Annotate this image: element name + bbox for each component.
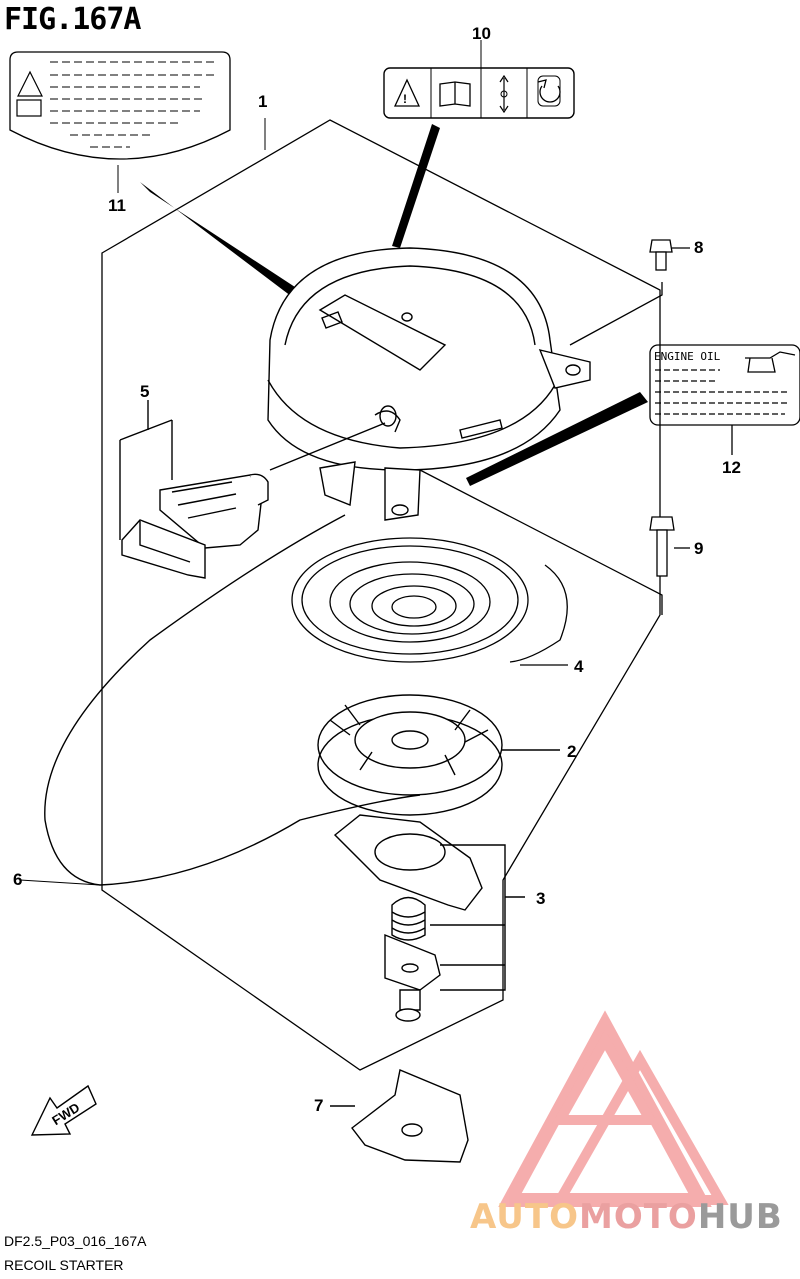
callout-12[interactable]: 12 [722, 458, 741, 477]
bolt-8-part[interactable] [649, 239, 690, 271]
watermark-part-3: HUB [697, 1197, 783, 1237]
starter-rope-part[interactable] [44, 422, 421, 886]
svg-text:!: ! [403, 92, 407, 106]
callout-4[interactable]: 4 [574, 657, 584, 676]
ratchet-assembly-part[interactable] [333, 814, 525, 1022]
engine-oil-label-pointer [466, 392, 648, 486]
warning-triangle-icon [393, 78, 421, 107]
icon-label-part[interactable]: ! [383, 40, 575, 119]
callout-10[interactable]: 10 [472, 24, 491, 43]
callout-9[interactable]: 9 [694, 539, 704, 558]
rope-reel-part[interactable] [317, 694, 560, 816]
warning-label-part[interactable] [9, 51, 231, 193]
bolt-9-part[interactable] [649, 516, 690, 577]
callout-2[interactable]: 2 [567, 742, 577, 761]
callout-11[interactable]: 11 [108, 196, 126, 215]
assembly-outline [101, 119, 661, 1071]
callout-6[interactable]: 6 [13, 870, 23, 889]
callout-8[interactable]: 8 [694, 238, 704, 257]
figure-code: DF2.5_P03_016_167A [4, 1233, 147, 1249]
starter-handle-part[interactable] [119, 400, 269, 579]
icon-label-pointer [392, 124, 440, 248]
fwd-text: FWD [49, 1100, 82, 1128]
oil-can-icon [745, 351, 796, 373]
callout-3[interactable]: 3 [536, 889, 546, 908]
engine-oil-text: ENGINE OIL [654, 350, 721, 363]
recoil-spring-part[interactable] [291, 537, 568, 666]
manual-book-icon [439, 81, 471, 107]
watermark-logo [498, 1010, 729, 1207]
rotate-icon [537, 79, 561, 103]
watermark-brand: AUTOMOTOHUB [470, 1197, 783, 1237]
callout-7[interactable]: 7 [314, 1096, 324, 1115]
pull-direction-icon [499, 74, 509, 114]
starter-case[interactable] [267, 247, 591, 521]
watermark-part-1: AUTO [470, 1197, 579, 1237]
figure-title: FIG.167A [4, 2, 141, 37]
starter-plate-part[interactable] [330, 1069, 469, 1163]
warning-label-pointer [140, 182, 330, 318]
engine-oil-label-part[interactable] [649, 344, 800, 455]
callout-1[interactable]: 1 [258, 92, 268, 111]
figure-name: RECOIL STARTER [4, 1257, 124, 1273]
fwd-arrow-icon [30, 1084, 97, 1136]
fwd-label: FWD [49, 1100, 82, 1128]
callout-5[interactable]: 5 [140, 382, 150, 401]
watermark-part-2: MOTO [578, 1197, 698, 1237]
